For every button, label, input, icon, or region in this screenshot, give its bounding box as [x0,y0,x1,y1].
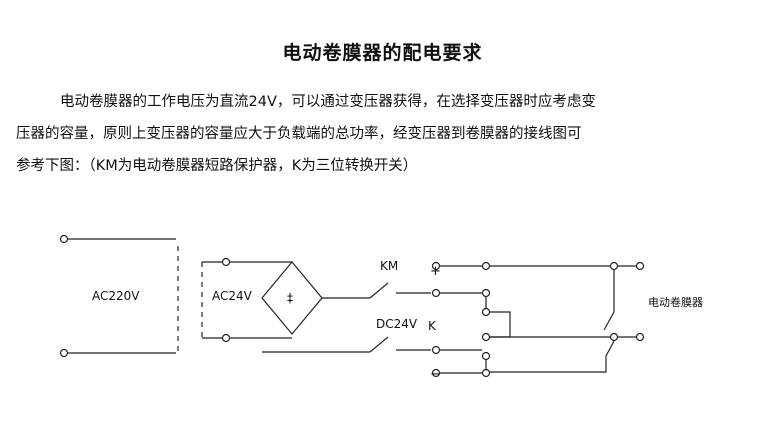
motor-terminal-mid [635,332,645,342]
km-switch [369,282,389,299]
motor-junction-mid [609,332,619,342]
minus-bus [440,349,482,374]
motor-junction-top [609,261,619,271]
terminal-minus-out [431,345,441,355]
label-km: KM [380,259,398,273]
ac220-wire [68,238,176,354]
terminal-minus-bottom [431,368,441,378]
label-minus: − [430,367,441,382]
ac220-terminal-top [59,234,69,244]
rectifier-bridge [261,261,323,335]
ac24-to-rectifier [230,261,292,339]
motor-terminal-top [635,261,645,271]
label-dc24: DC24V [376,317,418,331]
body-paragraph: 电动卷膜器的工作电压为直流24V，可以通过变压器获得，在选择变压器时应考虑变 压… [16,86,756,182]
ac24-terminal-top [221,257,231,267]
k-terminal-5 [481,351,491,361]
ac24-terminal-bottom [221,333,231,343]
ac24-wire [202,261,222,339]
k-terminal-6 [481,368,491,378]
k-terminal-3 [481,307,491,317]
ac220-terminal-bottom [59,348,69,358]
terminal-plus-out [431,288,441,298]
k-terminal-2 [481,288,491,298]
label-plus: + [430,264,441,279]
label-ac220: AC220V [92,289,140,303]
paragraph-line-3: 参考下图：（KM为电动卷膜器短路保护器，K为三位转换开关） [16,158,418,174]
page-title: 电动卷膜器的配电要求 [282,42,483,64]
label-ac24: AC24V [212,289,253,303]
dc-switch [369,336,389,353]
motor-limit-switch [603,270,615,331]
k-terminal-4 [481,332,491,342]
paragraph-line-2: 压器的容量，原则上变压器的容量应大于负载端的总功率，经变压器到卷膜器的接线图可 [16,126,582,142]
label-k: K [428,319,437,333]
terminal-plus-top [431,261,441,271]
label-motor: 电动卷膜器 [648,295,703,309]
paragraph-line-1: 电动卷膜器的工作电压为直流24V，可以通过变压器获得，在选择变压器时应考虑变 [60,94,596,110]
k-links [485,296,511,370]
motor-limit-switch-2 [490,340,615,373]
plus-bus [440,265,482,294]
k-terminal-1 [481,261,491,271]
label-rectifier-symbol: ‡ [287,291,293,305]
